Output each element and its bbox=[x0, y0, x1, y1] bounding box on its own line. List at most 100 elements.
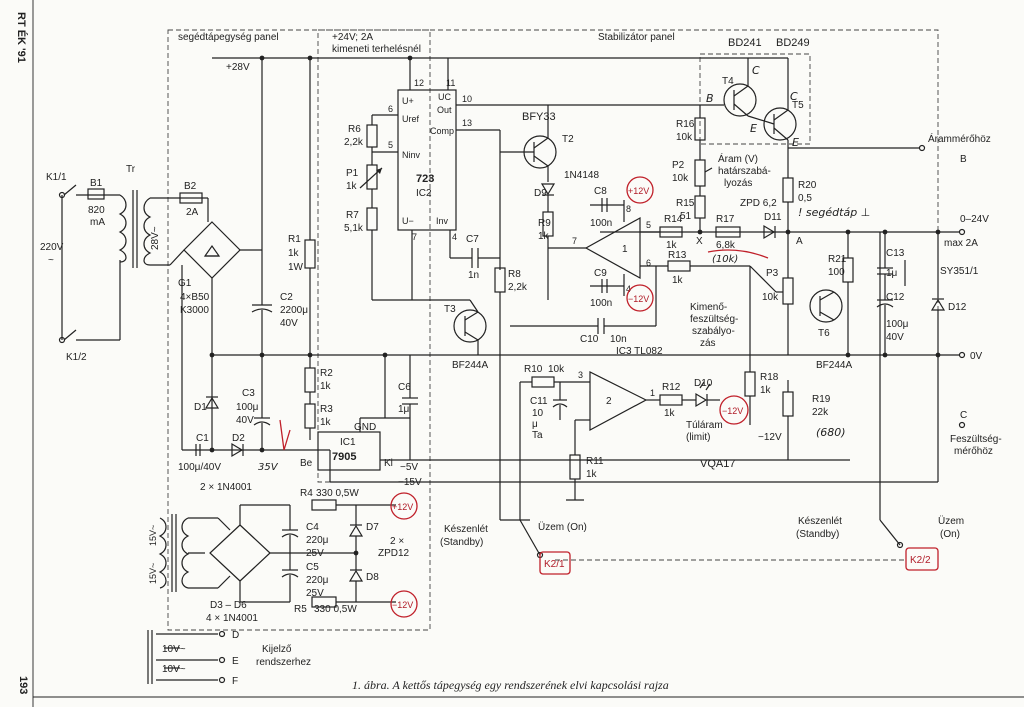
r1-label: R1 bbox=[288, 234, 301, 245]
bridge-spec-1: 4×B50 bbox=[180, 292, 210, 303]
r4-label: R4 bbox=[300, 488, 313, 499]
sym-transformer bbox=[158, 514, 218, 592]
bd249-label: BD249 bbox=[776, 37, 810, 49]
ic2-pin11: 11 bbox=[446, 78, 455, 88]
bridge-spec-2: K3000 bbox=[180, 305, 209, 316]
tr-label: Tr bbox=[126, 164, 136, 175]
d9-label: D9 bbox=[534, 188, 547, 199]
c9-label: C9 bbox=[594, 268, 607, 279]
ic3-b-num: 2 bbox=[606, 396, 612, 407]
r13-label: R13 bbox=[668, 250, 687, 261]
sym-sec-2: 15V~ bbox=[148, 563, 158, 584]
p3-caption-4: zás bbox=[700, 338, 716, 349]
minus5v: −5V bbox=[400, 462, 418, 473]
ic2-pin5: 5 bbox=[388, 140, 393, 150]
c4-value-1: 220μ bbox=[306, 535, 329, 546]
p1-label: P1 bbox=[346, 168, 359, 179]
zpd12-2: ZPD12 bbox=[378, 548, 410, 559]
hand-underline bbox=[707, 249, 769, 259]
b1-value-2: mA bbox=[90, 217, 105, 228]
t2-label: T2 bbox=[562, 134, 574, 145]
hand-10k: (10k) bbox=[712, 254, 738, 265]
b2-value: 2A bbox=[186, 207, 199, 218]
ic1-label: IC1 bbox=[340, 437, 356, 448]
c-terminal: C bbox=[960, 410, 967, 421]
voltmeter-2: mérőhöz bbox=[954, 446, 993, 457]
hand-680: (680) bbox=[816, 426, 846, 439]
aux-panel-outline bbox=[167, 29, 431, 631]
r3-value: 1k bbox=[320, 417, 332, 428]
k12-label: K1/2 bbox=[66, 352, 87, 363]
c3-label: C3 bbox=[242, 388, 255, 399]
r21-value: 100 bbox=[828, 267, 845, 278]
mains-tilde: ~ bbox=[48, 255, 54, 266]
r12-label: R12 bbox=[662, 382, 681, 393]
hand-mark bbox=[279, 419, 291, 451]
c11-value-3: Ta bbox=[532, 430, 543, 441]
r5-label: R5 bbox=[294, 604, 307, 615]
load-note-1: +24V; 2A bbox=[332, 32, 373, 43]
c9-value: 100n bbox=[590, 298, 612, 309]
c10-value: 10n bbox=[610, 334, 627, 345]
ic3-label: IC3 TL082 bbox=[616, 346, 663, 357]
sym-pos12: +12V bbox=[392, 502, 413, 512]
fuse-b2 bbox=[179, 192, 203, 204]
disp-10v-b: 10V~ bbox=[162, 664, 186, 675]
c7-value: 1n bbox=[468, 270, 479, 281]
t2-type: BFY33 bbox=[522, 111, 556, 123]
r2-value: 1k bbox=[320, 381, 332, 392]
node-a: A bbox=[796, 236, 803, 247]
zpd12-1: 2 × bbox=[390, 536, 404, 547]
transformer bbox=[118, 190, 208, 268]
on-3: (On) bbox=[940, 529, 960, 540]
ic3-pin8: 8 bbox=[626, 204, 631, 214]
r9-value: 1k bbox=[538, 231, 550, 242]
hand-e1: E bbox=[750, 122, 757, 135]
hand-e2: E bbox=[792, 136, 799, 149]
c5-value-2: 25V bbox=[306, 588, 324, 599]
ic2-pin6: 6 bbox=[388, 104, 393, 114]
standby-3: Készenlét bbox=[798, 516, 842, 527]
r8-value: 2,2k bbox=[508, 282, 528, 293]
on-2: Üzem bbox=[938, 515, 964, 527]
opamp-pos12: +12V bbox=[628, 186, 649, 196]
c3-value-2: 40V bbox=[236, 415, 254, 426]
ic3-opamp-a bbox=[584, 216, 641, 280]
ic3-b-pin3: 3 bbox=[578, 370, 583, 380]
t3-label: T3 bbox=[444, 304, 456, 315]
p3-value: 10k bbox=[762, 292, 779, 303]
c7-label: C7 bbox=[466, 234, 479, 245]
g1-label: G1 bbox=[178, 278, 192, 289]
ic1-gnd: GND bbox=[354, 422, 376, 433]
r11-label: R11 bbox=[586, 456, 604, 467]
ic3-opamp-b bbox=[589, 371, 648, 432]
r15-label: R15 bbox=[676, 198, 695, 209]
hand-b: B bbox=[706, 92, 714, 105]
opamp-neg12: −12V bbox=[628, 294, 649, 304]
r7-label: R7 bbox=[346, 210, 359, 221]
c3-value-1: 100μ bbox=[236, 402, 259, 413]
c13-label: C13 bbox=[886, 248, 905, 259]
sym-diodes-2: 4 × 1N4001 bbox=[206, 613, 258, 624]
node-x: X bbox=[696, 236, 703, 247]
ic1-name: 7905 bbox=[332, 451, 356, 463]
r16-value: 10k bbox=[676, 132, 693, 143]
p2-label: P2 bbox=[672, 160, 685, 171]
ic3-pin7: 7 bbox=[572, 236, 577, 246]
d12-label: D12 bbox=[948, 302, 967, 313]
r18-label: R18 bbox=[760, 372, 779, 383]
fuse-b1 bbox=[87, 188, 105, 200]
r7-value: 5,1k bbox=[344, 223, 364, 234]
load-note-2: kimeneti terhelésnél bbox=[332, 44, 421, 55]
sym-sec-1: 15V~ bbox=[148, 525, 158, 546]
limit-caption-2: (limit) bbox=[686, 432, 710, 443]
c11-value-2: μ bbox=[532, 419, 538, 430]
c6-value: 1μ bbox=[398, 404, 410, 415]
c1-value: 100μ/40V bbox=[178, 462, 221, 473]
limit-neg12b: −12V bbox=[758, 432, 782, 443]
p2-value: 10k bbox=[672, 173, 689, 184]
pass-heatsink-outline bbox=[699, 53, 811, 145]
d10-label: D10 bbox=[694, 378, 713, 389]
c8-label: C8 bbox=[594, 186, 607, 197]
d7-label: D7 bbox=[366, 522, 379, 533]
